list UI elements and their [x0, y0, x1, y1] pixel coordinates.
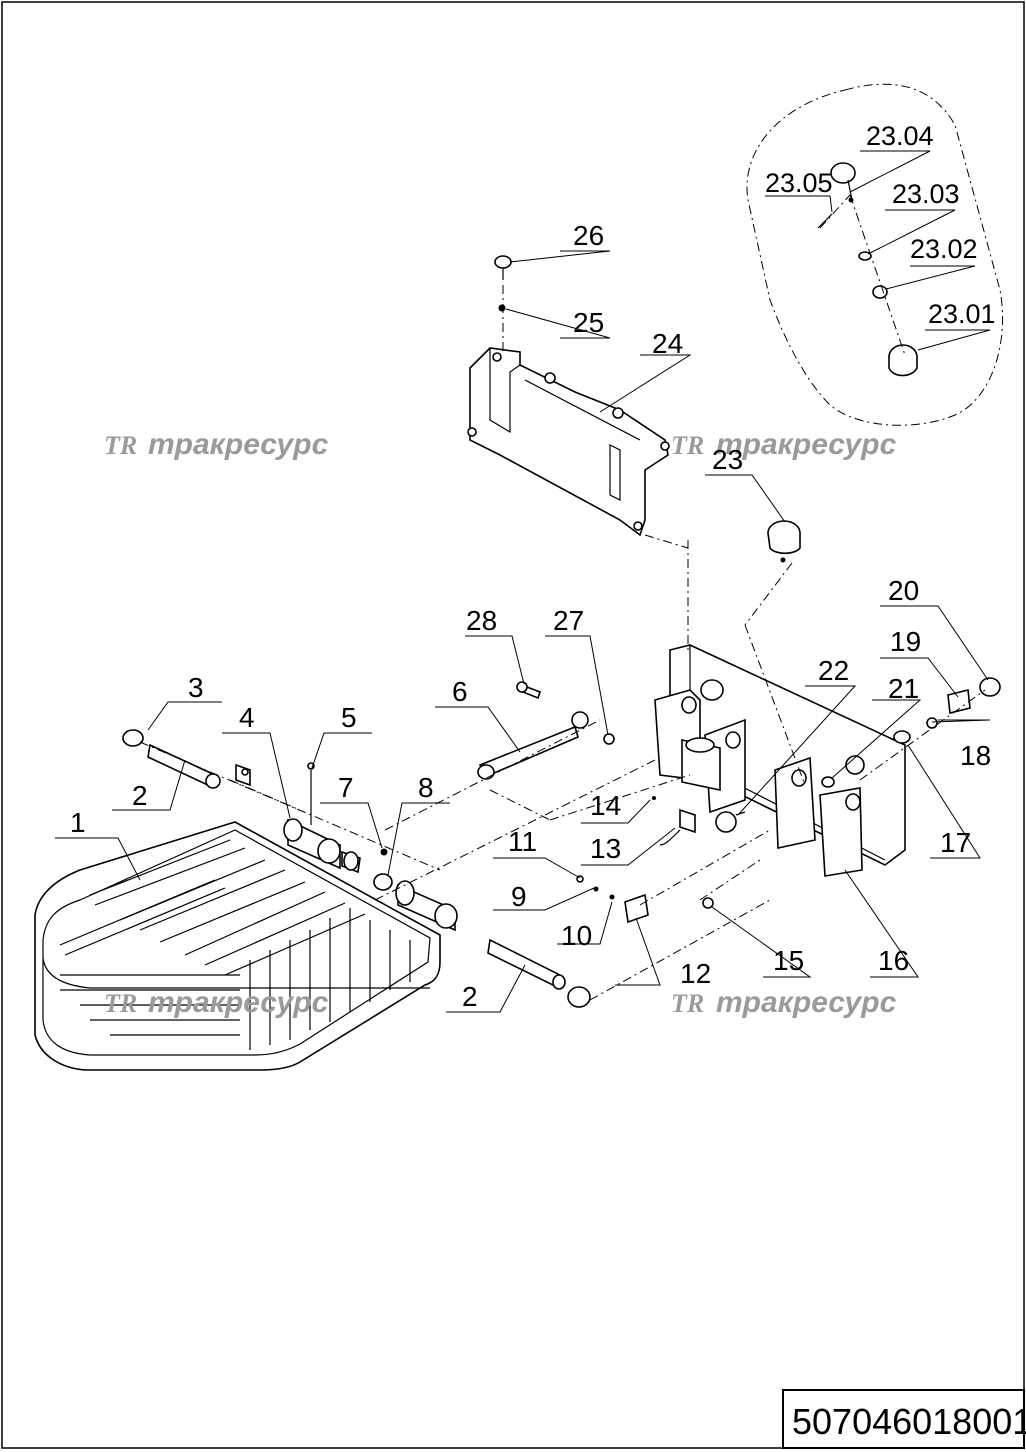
detail-bubble-outline — [746, 83, 1004, 426]
label-19: 19 — [890, 626, 921, 657]
label-5: 5 — [341, 702, 357, 733]
label-4: 4 — [239, 702, 255, 733]
label-23-02: 23.02 — [910, 234, 978, 264]
label-28: 28 — [466, 605, 497, 636]
label-23-04: 23.04 — [866, 121, 934, 151]
part-labels: 1 2 2 3 4 5 6 7 8 9 10 11 12 13 14 15 16… — [70, 121, 996, 1012]
label-8: 8 — [418, 772, 434, 803]
document-number: 507046018001 — [792, 1401, 1026, 1442]
label-6: 6 — [452, 676, 468, 707]
gas-strut-part — [477, 681, 615, 780]
label-23-01: 23.01 — [928, 299, 996, 329]
label-24: 24 — [652, 328, 683, 359]
cover-part — [467, 347, 670, 537]
svg-text:TR: TR — [671, 989, 704, 1018]
label-22: 22 — [818, 655, 849, 686]
title-block: 507046018001 — [782, 1389, 1026, 1449]
footplate-part — [34, 821, 441, 1071]
svg-text:тракресурс: тракресурс — [148, 428, 329, 461]
label-23-05: 23.05 — [765, 168, 833, 198]
label-17: 17 — [940, 827, 971, 858]
label-1: 1 — [70, 807, 86, 838]
label-11: 11 — [508, 826, 537, 857]
assembly-axis-lines — [139, 194, 986, 1001]
label-7: 7 — [338, 772, 354, 803]
svg-text:TR: TR — [671, 431, 704, 460]
bracket-frame-part — [654, 644, 906, 877]
label-26: 26 — [573, 220, 604, 251]
label-3: 3 — [188, 672, 204, 703]
watermark-top-right: TR тракресурс — [671, 428, 897, 461]
label-27: 27 — [553, 605, 584, 636]
label-12: 12 — [680, 958, 711, 989]
watermark-top-left: TR тракресурс — [104, 428, 329, 461]
watermark-bottom-left: TR тракресурс — [104, 986, 329, 1019]
label-16: 16 — [878, 945, 909, 976]
label-2-upper: 2 — [132, 780, 148, 811]
knob-group — [715, 677, 1001, 833]
svg-text:тракресурс: тракресурс — [716, 986, 897, 1019]
detail-parts — [817, 162, 918, 377]
watermark-bottom-right: TR тракресурс — [671, 986, 897, 1019]
switch-group — [576, 796, 714, 924]
svg-text:TR: TR — [104, 431, 137, 460]
label-20: 20 — [888, 575, 919, 606]
svg-text:тракресурс: тракресурс — [716, 428, 897, 461]
bumper-part — [767, 520, 801, 563]
screw-26 — [494, 255, 512, 269]
label-14: 14 — [590, 790, 621, 821]
label-10: 10 — [561, 920, 592, 951]
label-25: 25 — [573, 307, 604, 338]
label-9: 9 — [511, 881, 527, 912]
washer-25 — [498, 304, 506, 312]
svg-text:тракресурс: тракресурс — [148, 986, 329, 1019]
label-23: 23 — [712, 444, 743, 475]
label-23-03: 23.03 — [892, 179, 960, 209]
label-21: 21 — [888, 673, 919, 704]
label-18: 18 — [960, 740, 991, 771]
label-13: 13 — [590, 833, 621, 864]
leader-lines — [55, 150, 991, 1013]
svg-text:TR: TR — [104, 989, 137, 1018]
left-hinge-group — [122, 729, 591, 1008]
label-15: 15 — [773, 945, 804, 976]
label-2-lower: 2 — [462, 981, 478, 1012]
